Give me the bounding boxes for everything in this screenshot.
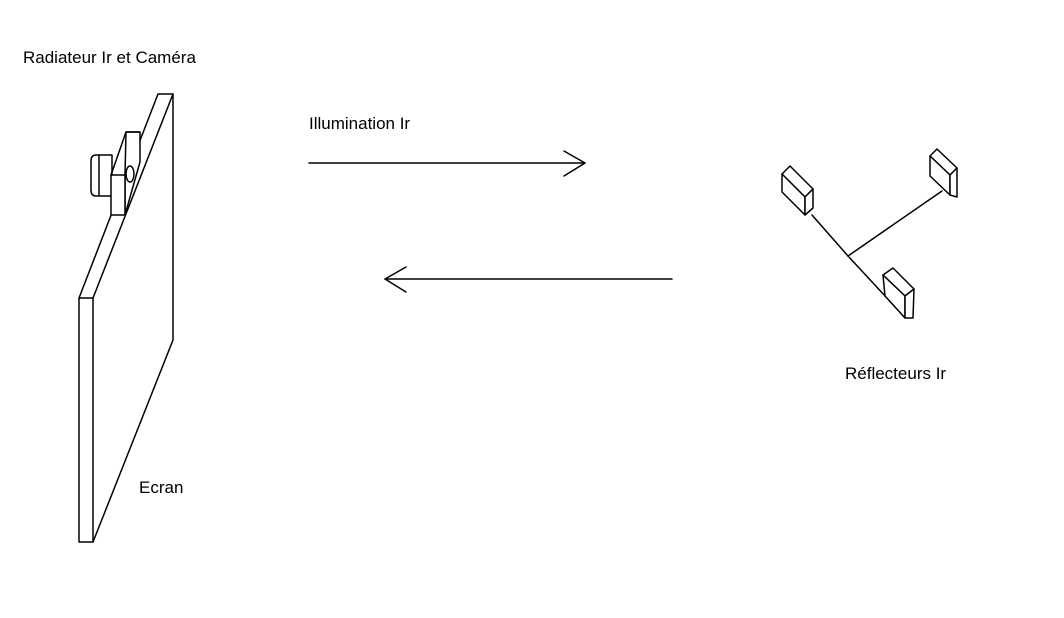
camera-aperture <box>125 165 135 183</box>
reflector-right-side <box>949 167 958 198</box>
reflector-rig <box>781 148 958 319</box>
reflector-left <box>781 165 814 216</box>
reflector-right <box>929 148 958 198</box>
reflector-bottom-side <box>904 288 915 319</box>
camera-body-top <box>110 131 127 176</box>
screen-top-edge <box>92 93 174 299</box>
illumination-arrow <box>308 150 586 177</box>
reflection-arrow <box>384 266 673 293</box>
illumination-label: Illumination Ir <box>309 114 411 133</box>
reflector-left-side <box>804 188 814 216</box>
reflector-bottom <box>882 267 915 319</box>
reflection-arrow-head <box>384 266 407 293</box>
camera-lens <box>90 154 113 197</box>
reflector-rod <box>847 190 943 257</box>
camera-body-front <box>110 174 126 216</box>
screen-panel <box>78 93 174 543</box>
reflectors-label: Réflecteurs Ir <box>845 364 947 383</box>
camera-emitter <box>90 131 141 216</box>
screen-label: Ecran <box>139 478 184 497</box>
reflector-rod <box>847 255 887 298</box>
illumination-arrow-head <box>563 150 586 177</box>
reflector-rod <box>811 214 849 257</box>
camera-emitter-label: Radiateur Ir et Caméra <box>23 48 196 67</box>
screen-front-face <box>78 93 174 543</box>
